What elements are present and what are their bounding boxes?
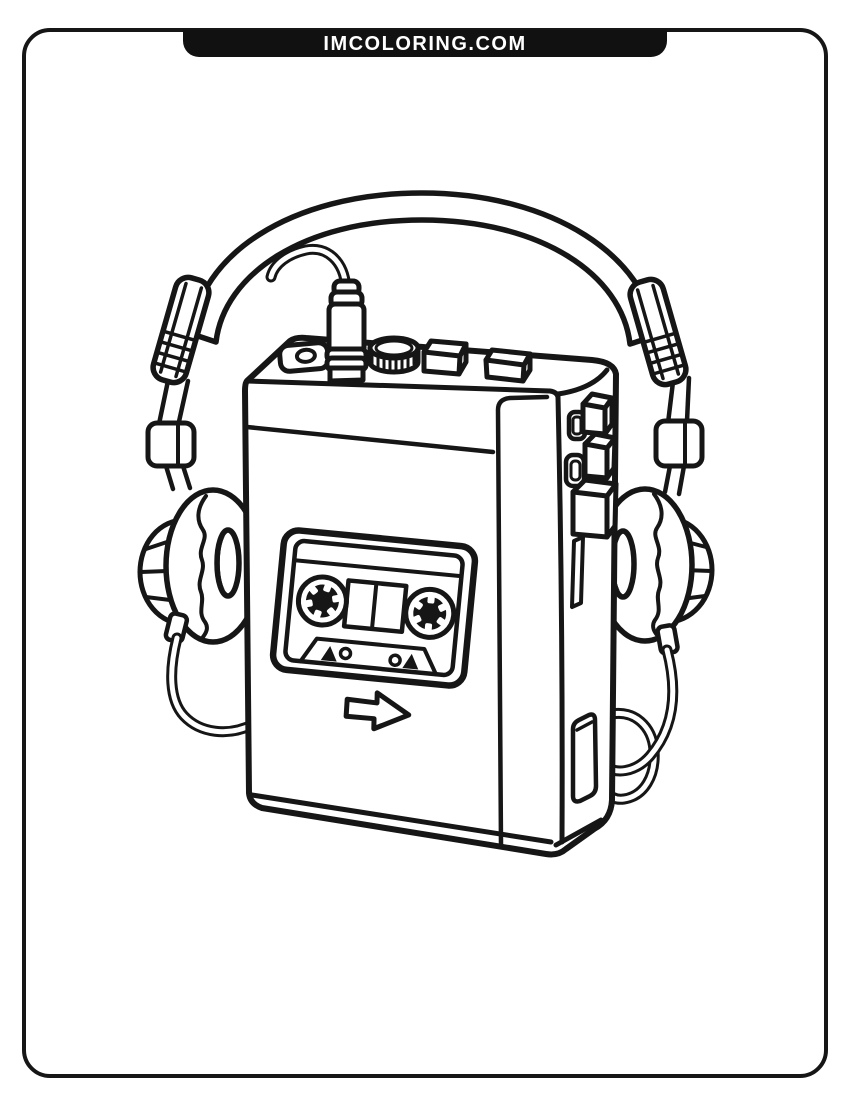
headband-slider-right xyxy=(627,276,689,388)
side-button-3 xyxy=(570,477,619,540)
ear-cup-left-hole xyxy=(214,527,242,599)
side-button-1 xyxy=(580,391,615,437)
side-slot xyxy=(570,535,585,609)
yoke-connector-right xyxy=(653,418,705,469)
banner-text: IMCOLORING.COM xyxy=(323,32,527,55)
volume-knob xyxy=(367,335,421,375)
site-banner: IMCOLORING.COM xyxy=(183,30,667,57)
cassette-reel-right xyxy=(403,586,457,640)
top-button-1 xyxy=(421,338,469,377)
play-arrow xyxy=(343,690,412,732)
headphones xyxy=(145,190,705,497)
side-button-2 xyxy=(582,431,618,481)
cassette-window xyxy=(269,527,479,689)
top-controls xyxy=(265,243,533,384)
yoke-connector-left xyxy=(145,420,197,469)
headband-slider-left xyxy=(150,274,212,386)
ear-cup-right xyxy=(595,486,715,656)
top-button-2 xyxy=(483,347,533,384)
headphone-cables xyxy=(166,632,679,805)
cassette-reel-left xyxy=(295,574,349,628)
belt-clip xyxy=(570,712,599,804)
headphone-plug xyxy=(324,278,369,384)
ear-cup-left xyxy=(137,487,263,645)
headband xyxy=(189,190,658,347)
side-buttons xyxy=(563,391,619,609)
